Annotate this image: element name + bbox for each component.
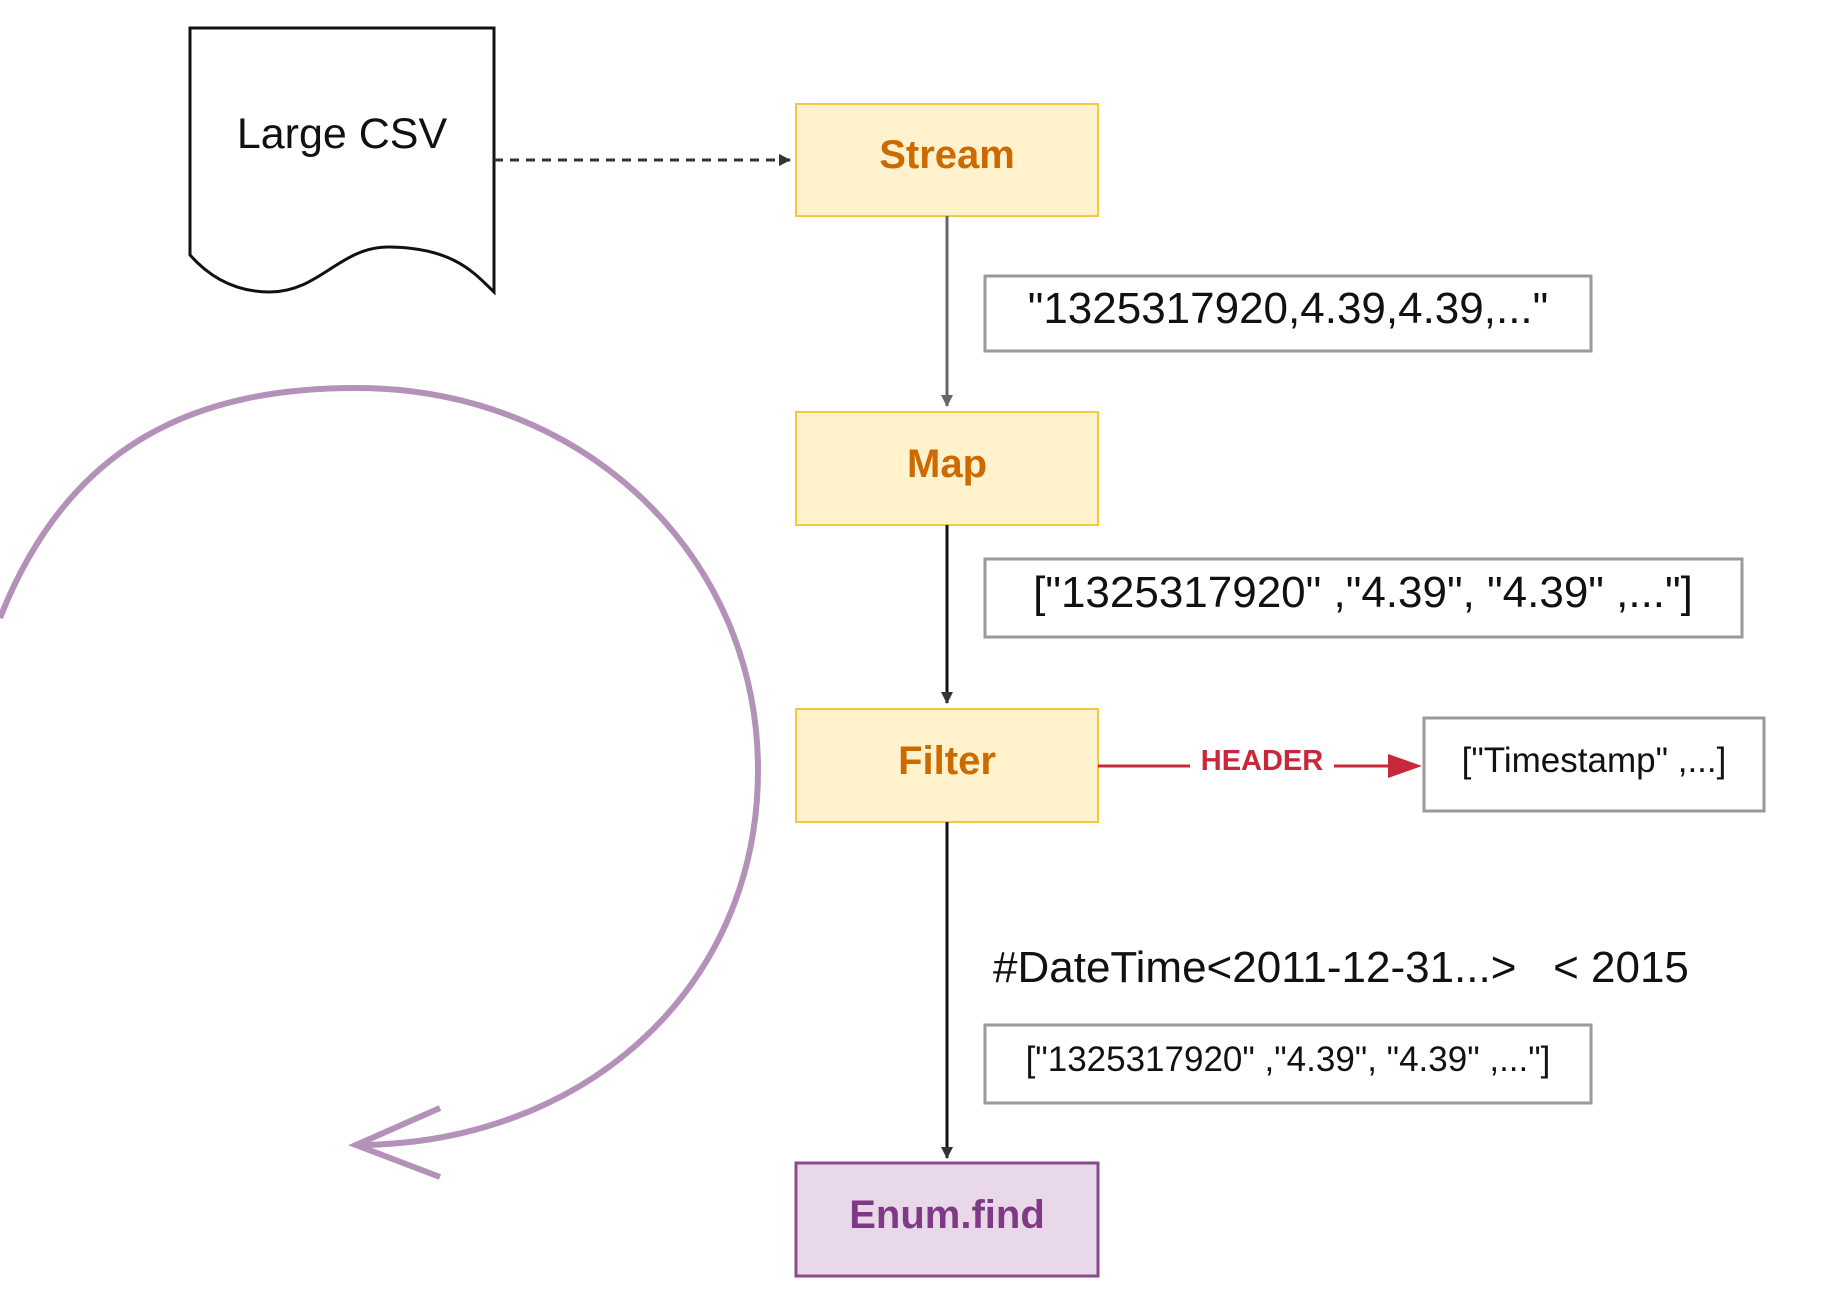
stream-node-label: Stream	[879, 133, 1015, 177]
document-label: Large CSV	[237, 110, 448, 158]
stream-node[interactable]: Stream	[795, 103, 1099, 217]
header-edge: HEADER	[1098, 745, 1422, 778]
map-output-text: ["1325317920" ,"4.39", "4.39" ,..."]	[1033, 568, 1693, 617]
enum-find-node-label: Enum.find	[849, 1193, 1045, 1237]
filter-node[interactable]: Filter	[795, 708, 1099, 823]
map-node[interactable]: Map	[795, 411, 1099, 526]
header-row-box: ["Timestamp" ,...]	[1422, 716, 1766, 813]
loop-arrow-head	[348, 1105, 442, 1180]
filter-condition-text: #DateTime<2011-12-31...> < 2015	[993, 943, 1689, 992]
filter-node-label: Filter	[898, 739, 996, 783]
enum-find-node-box	[794, 1161, 1100, 1278]
map-node-box	[795, 411, 1099, 526]
stream-output-frame	[983, 274, 1593, 353]
stream-output-box: "1325317920,4.39,4.39,..."	[983, 274, 1593, 353]
map-node-label: Map	[907, 442, 987, 486]
filter-output-box: ["1325317920" ,"4.39", "4.39" ,..."]	[983, 1023, 1593, 1105]
map-output-frame	[983, 557, 1744, 639]
header-row-frame	[1422, 716, 1766, 813]
stream-output-text: "1325317920,4.39,4.39,..."	[1028, 284, 1549, 333]
loop-arrow-arc	[0, 384, 762, 1148]
large-csv-document: Large CSV	[188, 26, 496, 296]
header-edge-label: HEADER	[1201, 745, 1324, 777]
header-edge-arrowhead	[1388, 754, 1422, 778]
enum-find-node[interactable]: Enum.find	[794, 1161, 1100, 1278]
map-output-box: ["1325317920" ,"4.39", "4.39" ,..."]	[983, 557, 1744, 639]
document-shape	[188, 26, 496, 296]
filter-output-frame	[983, 1023, 1593, 1105]
loop-arrow	[0, 384, 762, 1180]
header-row-text: ["Timestamp" ,...]	[1462, 741, 1727, 780]
filter-output-text: ["1325317920" ,"4.39", "4.39" ,..."]	[1026, 1040, 1551, 1079]
